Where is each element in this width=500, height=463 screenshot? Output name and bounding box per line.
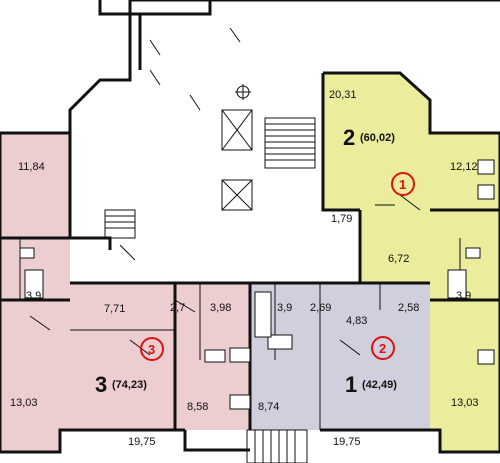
stairs-entrance	[246, 429, 308, 463]
marker-circle-3	[140, 337, 164, 361]
room-area-apt3-wc: 3,9	[26, 290, 41, 302]
apartment-number-3: 3	[95, 372, 107, 397]
room-area-apt2-hall: 6,72	[388, 253, 409, 265]
apt3-left-zone	[0, 133, 175, 452]
elevator-shafts	[221, 84, 253, 211]
room-area-apt2-wc: 3,9	[456, 290, 471, 302]
stairwell-top	[264, 117, 316, 169]
room-area-apt1-bath: 3,9	[277, 302, 292, 314]
room-area-apt3-kitchen: 3,98	[210, 302, 231, 314]
room-area-apt2-right: 12,12	[450, 161, 478, 173]
apartment-total-area-1: (42,49)	[362, 379, 397, 391]
apartment-number-2: 2	[343, 125, 355, 150]
room-area-apt1-room: 19,75	[333, 436, 361, 448]
bathroom-fixtures	[19, 159, 495, 410]
room-area-apt1-hall: 4,83	[346, 315, 367, 327]
apartment-number-1: 1	[345, 372, 357, 397]
apartment-total-area-3: (74,23)	[112, 379, 147, 391]
marker-circle-1	[391, 172, 415, 196]
marker-label-1: 1	[399, 177, 406, 192]
marker-label-3: 3	[148, 342, 155, 357]
room-area-apt2-bottom: 13,03	[451, 397, 479, 409]
apt2-upper-zone	[323, 73, 430, 283]
apartment-total-area-2: (60,02)	[360, 132, 395, 144]
apartment-1-area	[250, 283, 430, 430]
room-area-apt2-bath: 1,79	[331, 213, 352, 225]
marker-circle-2	[371, 336, 395, 360]
apartment-markers: 1 2 3	[140, 172, 415, 361]
room-area-apt3-room: 19,75	[128, 436, 156, 448]
room-area-apt1-wc: 2,69	[310, 302, 331, 314]
room-area-apt1-store: 2,58	[398, 302, 419, 314]
interior-partitions	[19, 27, 461, 430]
room-area-apt3-bath: 2,7	[170, 302, 185, 314]
room-area-apt2-top: 20,31	[329, 89, 357, 101]
room-area-apt3-small: 8,58	[187, 401, 208, 413]
apartment-labels: 2 (60,02) 3 (74,23) 1 (42,49)	[95, 125, 397, 397]
room-area-apt3-hall: 7,71	[104, 303, 125, 315]
room-labels: 20,31 12,12 1,79 6,72 3,9 13,03 11,84 3,…	[10, 89, 479, 448]
room-area-apt3-bottom: 13,03	[10, 397, 38, 409]
room-area-apt3-topleft: 11,84	[18, 161, 45, 173]
room-area-apt1-kitchen: 8,74	[258, 401, 279, 413]
stairs-small	[104, 209, 136, 239]
marker-label-2: 2	[379, 341, 386, 356]
